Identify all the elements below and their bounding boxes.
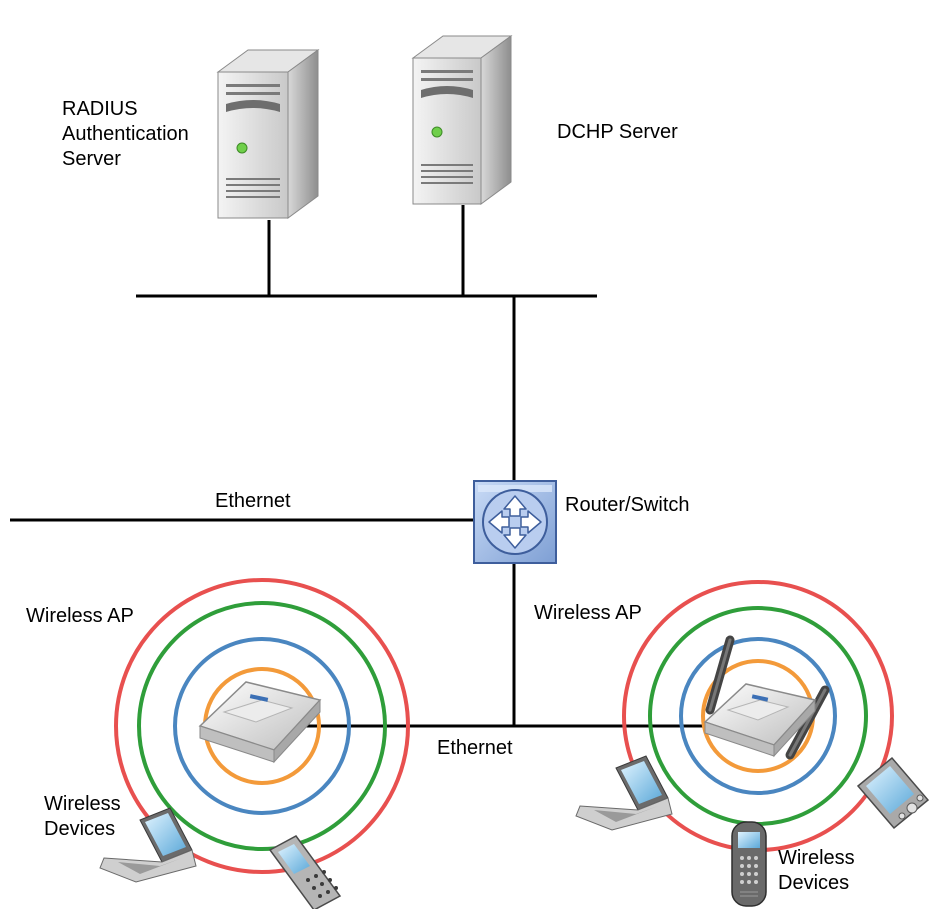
- router-switch-label: Router/Switch: [565, 494, 690, 516]
- radius-server-label-line3: Server: [62, 148, 121, 170]
- cordless-phone-right-icon: [731, 821, 767, 907]
- ethernet-bottom-label: Ethernet: [437, 737, 513, 759]
- coverage-ring-second: [137, 601, 387, 851]
- laptop-right-icon: [575, 755, 673, 831]
- access-point-left-icon: [198, 681, 322, 764]
- dhcp-server-icon: [411, 35, 513, 205]
- coverage-ring-outer: [114, 578, 410, 874]
- mobile-phone-left-icon: [268, 835, 342, 909]
- wireless-devices-left-label-line2: Devices: [44, 818, 116, 840]
- dhcp-server-label: DCHP Server: [557, 121, 678, 143]
- ethernet-top-label: Ethernet: [215, 490, 291, 512]
- wireless-ap-right-label: Wireless AP: [534, 602, 642, 624]
- wireless-devices-left-label-line1: Wireless: [44, 793, 121, 815]
- coverage-ring-third: [679, 637, 837, 795]
- network-wires: [10, 205, 720, 728]
- wireless-devices-right-label-line1: Wireless: [778, 847, 855, 869]
- radius-server-label-line1: RADIUS: [62, 98, 138, 120]
- radius-server-label-line2: Authentication: [62, 123, 189, 145]
- radius-server-icon: [216, 49, 320, 219]
- access-point-right-icon: [703, 635, 830, 760]
- wireless-ap-left-label: Wireless AP: [26, 605, 134, 627]
- coverage-ring-third: [173, 637, 351, 815]
- wireless-devices-right-label-line2: Devices: [778, 872, 850, 894]
- laptop-left-icon: [99, 807, 197, 883]
- router-switch-icon: [473, 480, 557, 564]
- pda-right-icon: [856, 756, 930, 830]
